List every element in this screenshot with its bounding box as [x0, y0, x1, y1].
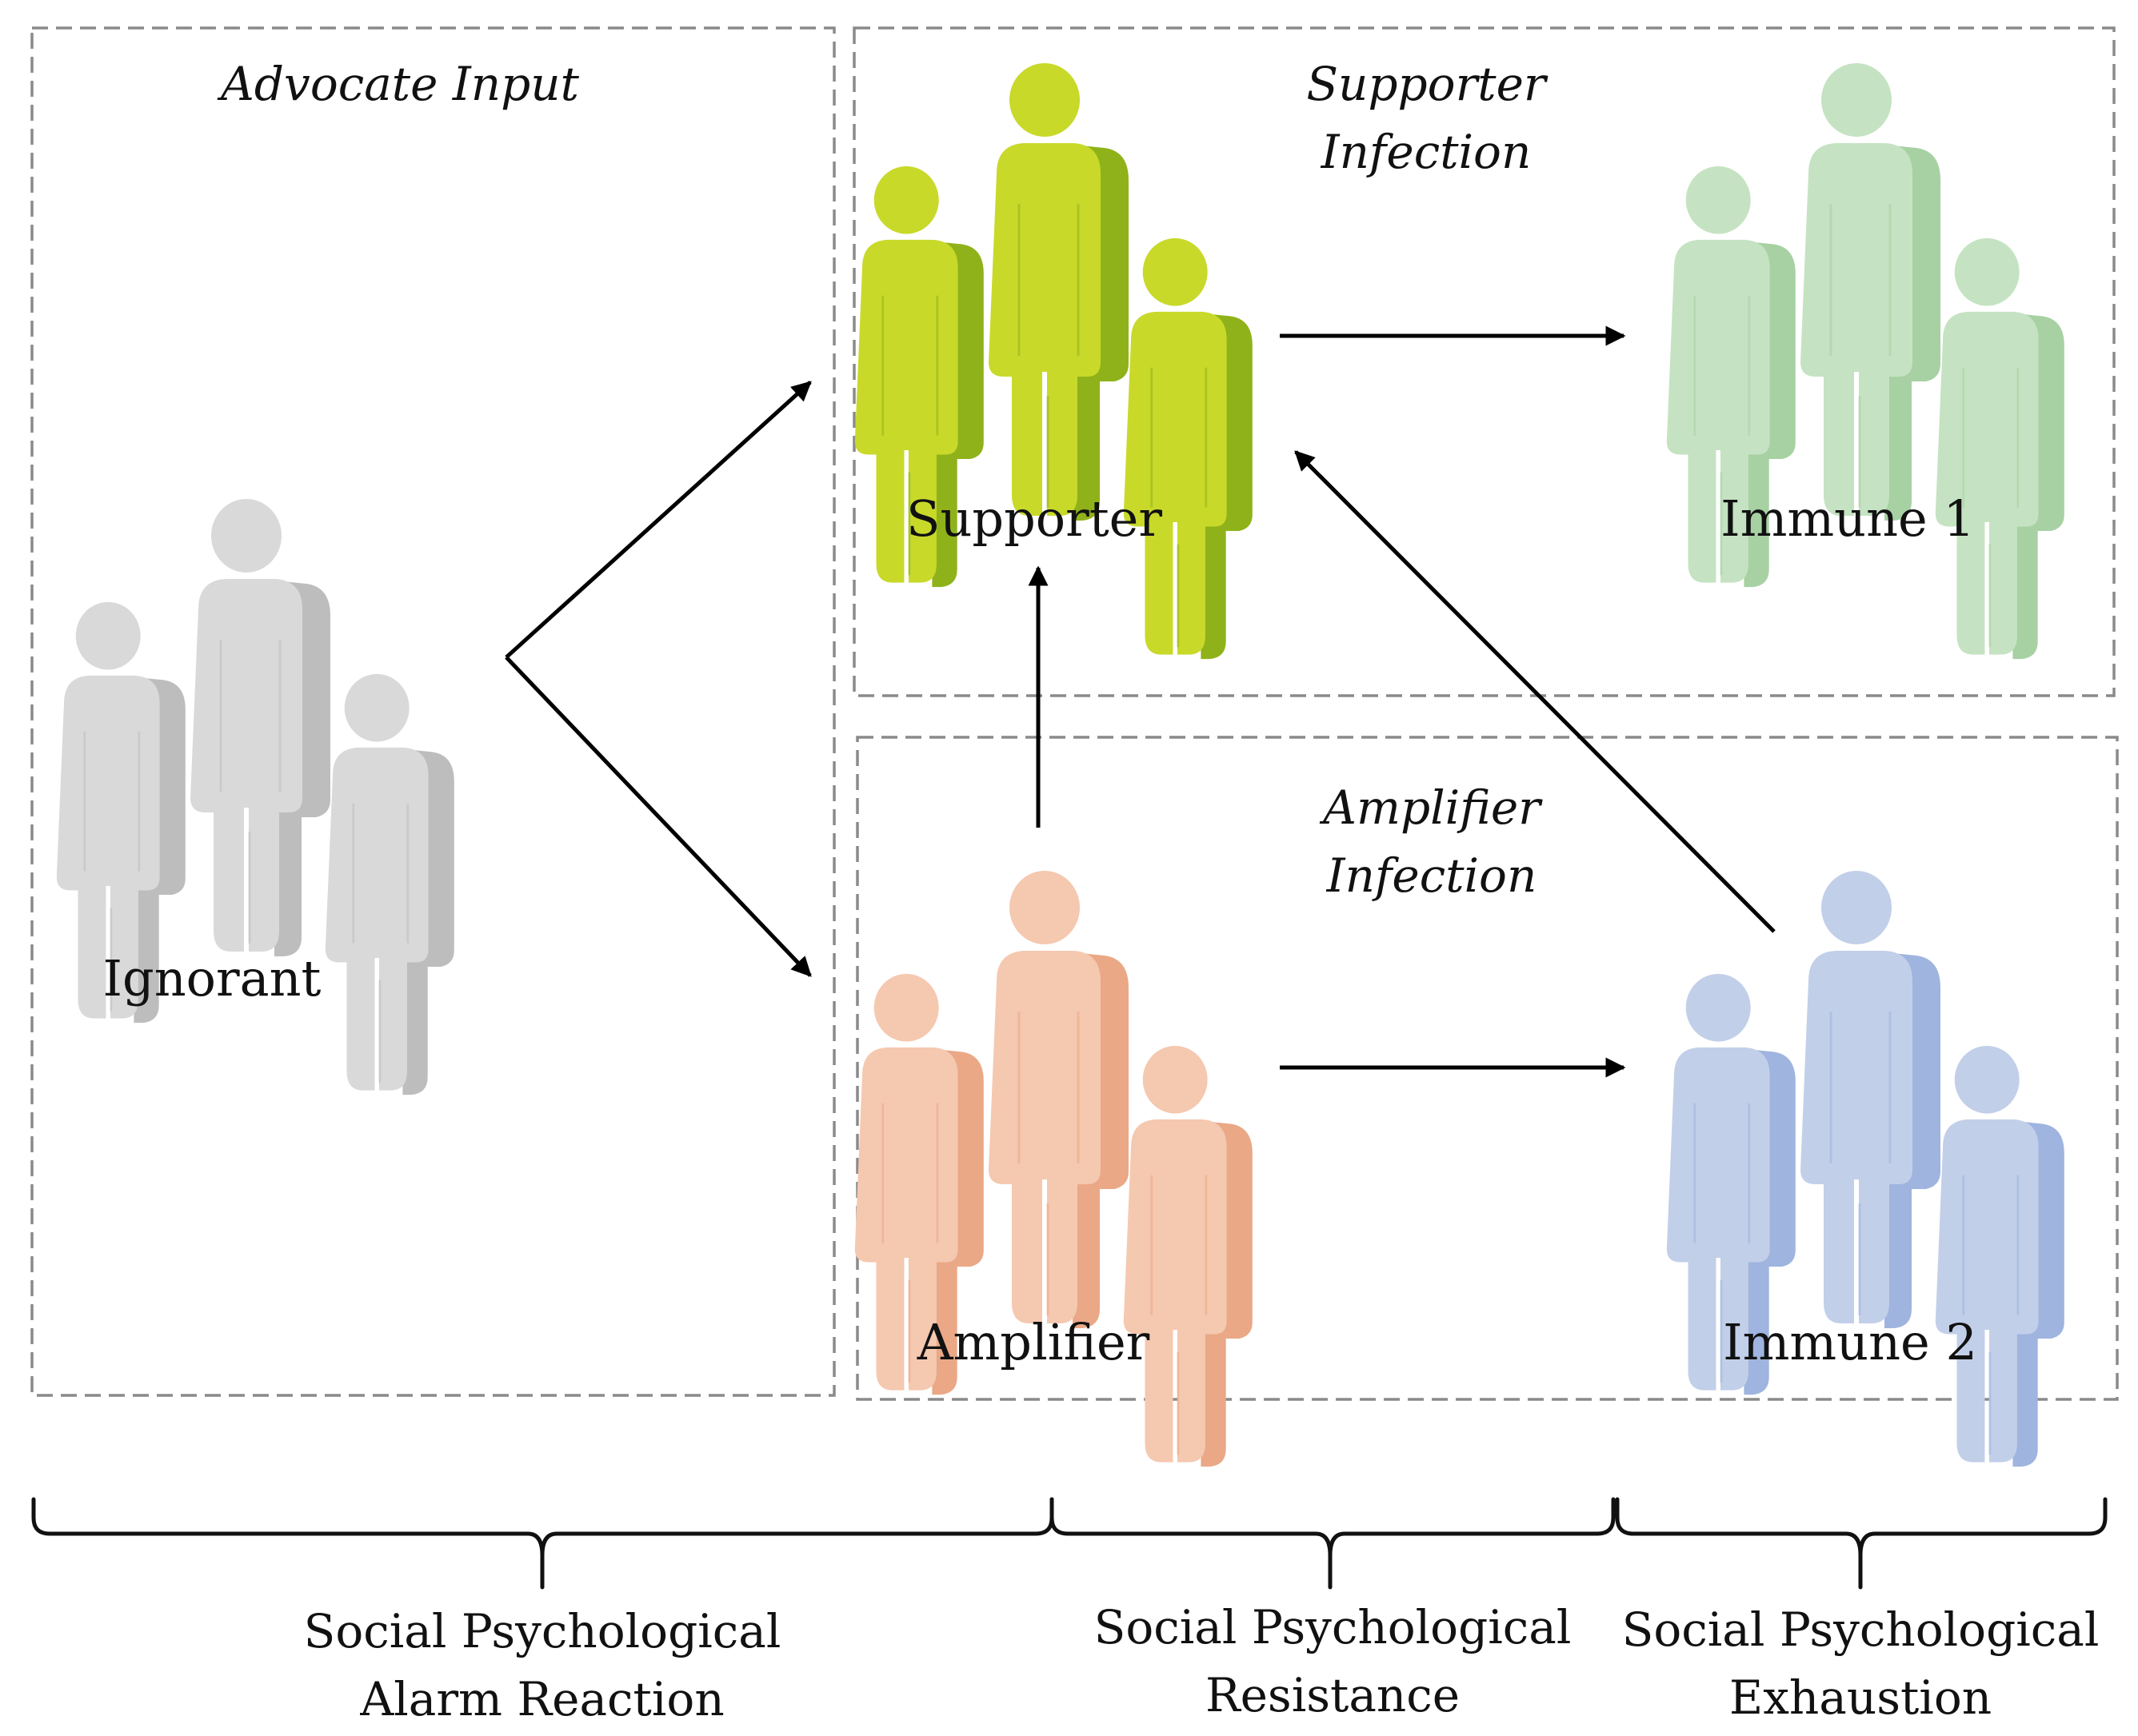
advocate-input-box: [30, 26, 836, 1397]
alarm-reaction-brace: [31, 1497, 1054, 1590]
person-figure: [854, 166, 984, 588]
amplifier-people: [854, 871, 1253, 1467]
supporter-people: [854, 63, 1253, 660]
exhaustion-label-line2: Exhaustion: [1729, 1670, 1992, 1725]
person-figure: [1935, 1045, 2064, 1467]
ignorant-people: [56, 499, 454, 1095]
person-figure: [989, 63, 1129, 521]
person-figure: [1123, 1045, 1253, 1467]
immune2-people: [1666, 871, 2064, 1467]
ignorant-to-supporter-arrow: [505, 381, 812, 659]
person-figure: [1123, 237, 1253, 660]
supporter-infection-title-line1: Supporter: [1306, 57, 1549, 111]
supporter-infection-title-line2: Infection: [1321, 125, 1532, 179]
person-figure: [190, 499, 330, 956]
person-figure: [1800, 63, 1940, 521]
exhaustion-label-line1: Social Psychological: [1622, 1602, 2100, 1657]
immune2-label: Immune 2: [1723, 1313, 1977, 1371]
advocate-input-title: Advocate Input: [217, 57, 580, 111]
alarm-reaction-label-line2: Alarm Reaction: [359, 1672, 724, 1726]
ignorant-to-amplifier-arrow: [505, 656, 812, 977]
resistance-label-line1: Social Psychological: [1094, 1600, 1572, 1654]
immune1-people: [1666, 63, 2064, 660]
person-figure: [854, 973, 984, 1395]
supporter-infection-box: [853, 26, 2116, 697]
amplifier-infection-title-line2: Infection: [1326, 848, 1537, 903]
alarm-reaction-label-line1: Social Psychological: [304, 1604, 781, 1658]
person-figure: [325, 673, 454, 1095]
person-figure: [1666, 166, 1796, 588]
supporter-label: Supporter: [906, 489, 1162, 548]
person-figure: [989, 871, 1129, 1328]
person-figure: [1935, 237, 2064, 660]
resistance-brace: [1049, 1497, 1616, 1590]
amplifier-infection-box: [856, 736, 2119, 1401]
immune1-label: Immune 1: [1720, 489, 1975, 548]
amplifier-infection-title-line1: Amplifier: [1319, 780, 1543, 835]
ignorant-label: Ignorant: [103, 949, 322, 1008]
exhaustion-brace: [1615, 1497, 2108, 1590]
person-figure: [56, 601, 186, 1024]
person-figure: [1666, 973, 1796, 1395]
immune2-to-supporter-arrow: [1294, 450, 1776, 933]
person-figure: [1800, 871, 1940, 1328]
resistance-label-line2: Resistance: [1205, 1668, 1460, 1722]
amplifier-label: Amplifier: [917, 1313, 1150, 1371]
